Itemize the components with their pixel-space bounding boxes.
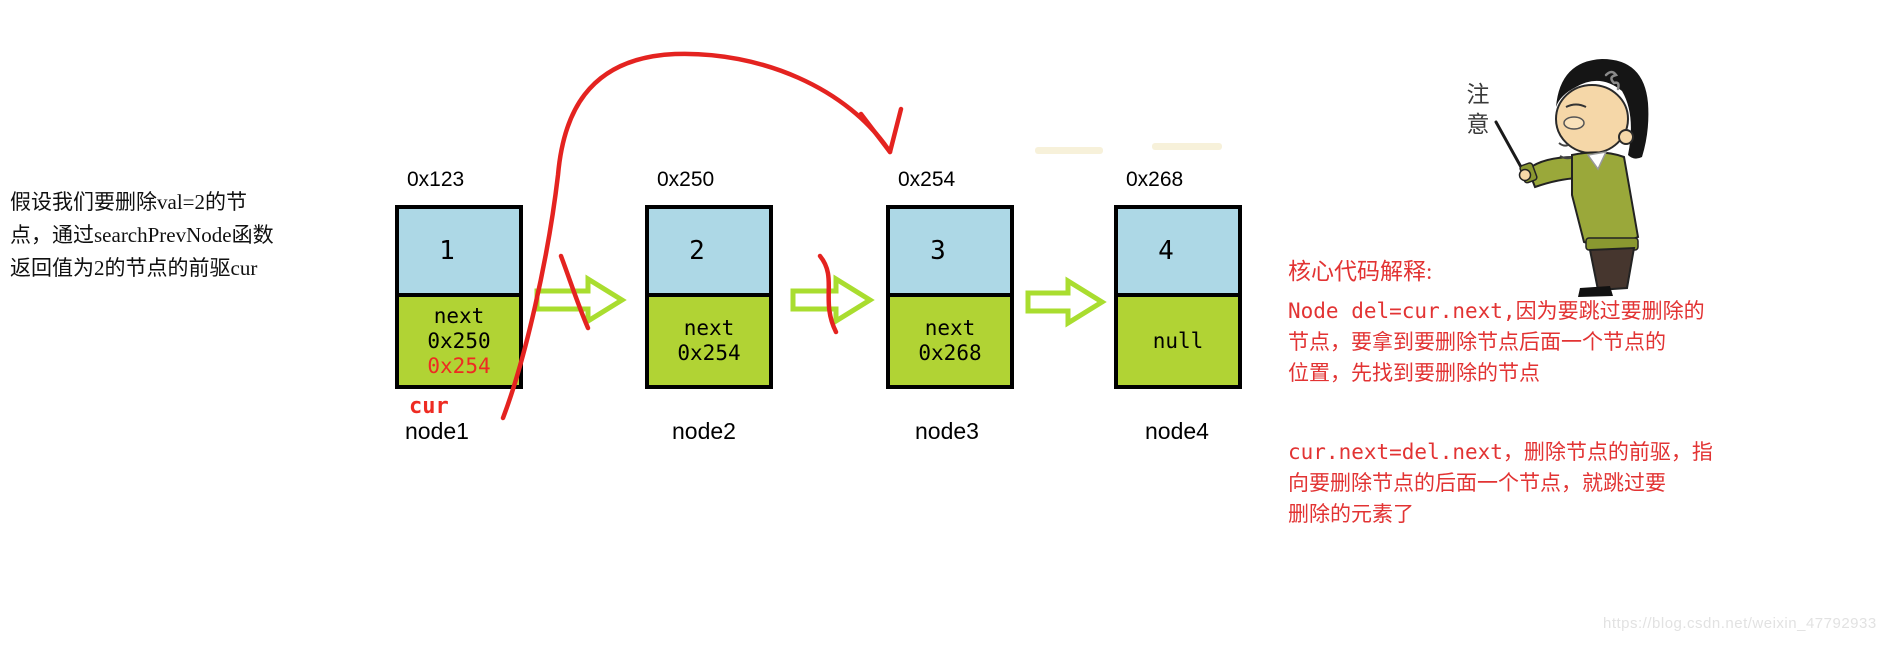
link-arrow-1-icon xyxy=(534,274,627,326)
cartoon-eye xyxy=(1563,116,1585,130)
cur-pointer-label: cur xyxy=(409,394,449,419)
next-cell: next 0x268 xyxy=(890,293,1010,385)
next-cell: null xyxy=(1118,293,1238,385)
next-cell: next 0x250 0x254 xyxy=(399,293,519,385)
cartoon-cuff xyxy=(1519,162,1538,184)
node-address: 0x268 xyxy=(1126,168,1184,191)
next-label: next xyxy=(433,303,485,328)
cartoon-hair xyxy=(1556,59,1649,159)
node-box: 2 next 0x254 xyxy=(645,205,773,389)
highlight-smudge xyxy=(1035,147,1103,154)
node-box: 1 next 0x250 0x254 xyxy=(395,205,523,389)
cartoon-hand xyxy=(1518,168,1532,182)
node-name: node3 xyxy=(915,418,979,444)
annotation-line: 向要删除节点的后面一个节点，就跳过要 xyxy=(1288,471,1666,495)
code-annotation: 核心代码解释: Node del=cur.next,因为要跳过要删除的 节点，要… xyxy=(1288,252,1713,530)
value-cell: 2 xyxy=(649,209,769,293)
annotation-line: 位置，先找到要删除的节点 xyxy=(1288,361,1540,385)
cartoon-eyebrow xyxy=(1565,103,1587,108)
node-name: node4 xyxy=(1145,418,1209,444)
cartoon-hair-shine xyxy=(1604,70,1620,91)
node-box: 4 null xyxy=(1114,205,1242,389)
next-label: next xyxy=(924,316,976,340)
cartoon-ribbing xyxy=(1585,237,1639,251)
cartoon-face xyxy=(1555,84,1629,154)
next-value: 0x254 xyxy=(677,341,741,365)
link-arrow-3-icon xyxy=(1025,276,1107,328)
next-value-new: 0x254 xyxy=(427,353,491,378)
list-node-2: 0x250 2 next 0x254 node2 xyxy=(645,168,773,444)
list-node-1: 0x123 1 next 0x250 0x254 cur node1 xyxy=(395,168,523,444)
node-value: 1 xyxy=(439,236,455,266)
cartoon-sweater xyxy=(1571,151,1640,247)
cartoon-ear xyxy=(1618,129,1634,145)
highlight-smudge xyxy=(1152,143,1222,150)
attention-caption: 注意 xyxy=(1463,82,1488,142)
red-strike-2 xyxy=(817,253,839,335)
left-note-line: 点，通过searchPrevNode函数 xyxy=(10,223,274,247)
cartoon-mouth xyxy=(1559,155,1574,160)
annotation-line: Node del=cur.next,因为要跳过要删除的 xyxy=(1288,299,1705,323)
next-value: null xyxy=(1152,328,1204,353)
cartoon-nose xyxy=(1558,142,1569,147)
node-value: 3 xyxy=(930,236,946,266)
node-name: node2 xyxy=(672,418,736,444)
left-note-line: 假设我们要删除val=2的节 xyxy=(10,190,247,214)
left-note-line: 返回值为2的节点的前驱cur xyxy=(10,256,258,280)
annotation-line: 节点，要拿到要删除节点后面一个节点的 xyxy=(1288,330,1666,354)
list-node-3: 0x254 3 next 0x268 node3 xyxy=(886,168,1014,444)
next-label: next xyxy=(683,316,735,340)
annotation-para2: cur.next=del.next，删除节点的前驱，指 向要删除节点的后面一个节… xyxy=(1288,437,1713,530)
annotation-para1: Node del=cur.next,因为要跳过要删除的 节点，要拿到要删除节点后… xyxy=(1288,296,1713,389)
link-arrow-2-icon xyxy=(790,274,875,326)
watermark: https://blog.csdn.net/weixin_47792933 xyxy=(1603,615,1877,632)
red-strike-1 xyxy=(558,253,591,331)
value-cell: 3 xyxy=(890,209,1010,293)
next-value: 0x250 xyxy=(427,328,491,353)
left-note: 假设我们要删除val=2的节 点，通过searchPrevNode函数 返回值为… xyxy=(10,186,274,285)
node-address: 0x250 xyxy=(657,168,715,191)
value-cell: 1 xyxy=(399,209,519,293)
annotation-heading: 核心代码解释: xyxy=(1288,259,1433,284)
redirect-arrow-head-icon xyxy=(858,106,904,155)
node-address: 0x254 xyxy=(898,168,956,191)
value-cell: 4 xyxy=(1118,209,1238,293)
node-box: 3 next 0x268 xyxy=(886,205,1014,389)
annotation-line: 删除的元素了 xyxy=(1288,502,1414,526)
next-cell: next 0x254 xyxy=(649,293,769,385)
cartoon-collar xyxy=(1586,151,1608,171)
cartoon-arm xyxy=(1526,155,1580,189)
node-name: node1 xyxy=(405,418,469,444)
annotation-line: cur.next=del.next，删除节点的前驱，指 xyxy=(1288,440,1713,464)
node-address: 0x123 xyxy=(407,168,465,191)
pointer-stick-icon xyxy=(1494,120,1528,178)
list-node-4: 0x268 4 null node4 xyxy=(1114,168,1242,444)
next-value: 0x268 xyxy=(918,341,982,365)
node-value: 4 xyxy=(1158,236,1174,266)
node-value: 2 xyxy=(689,236,705,266)
